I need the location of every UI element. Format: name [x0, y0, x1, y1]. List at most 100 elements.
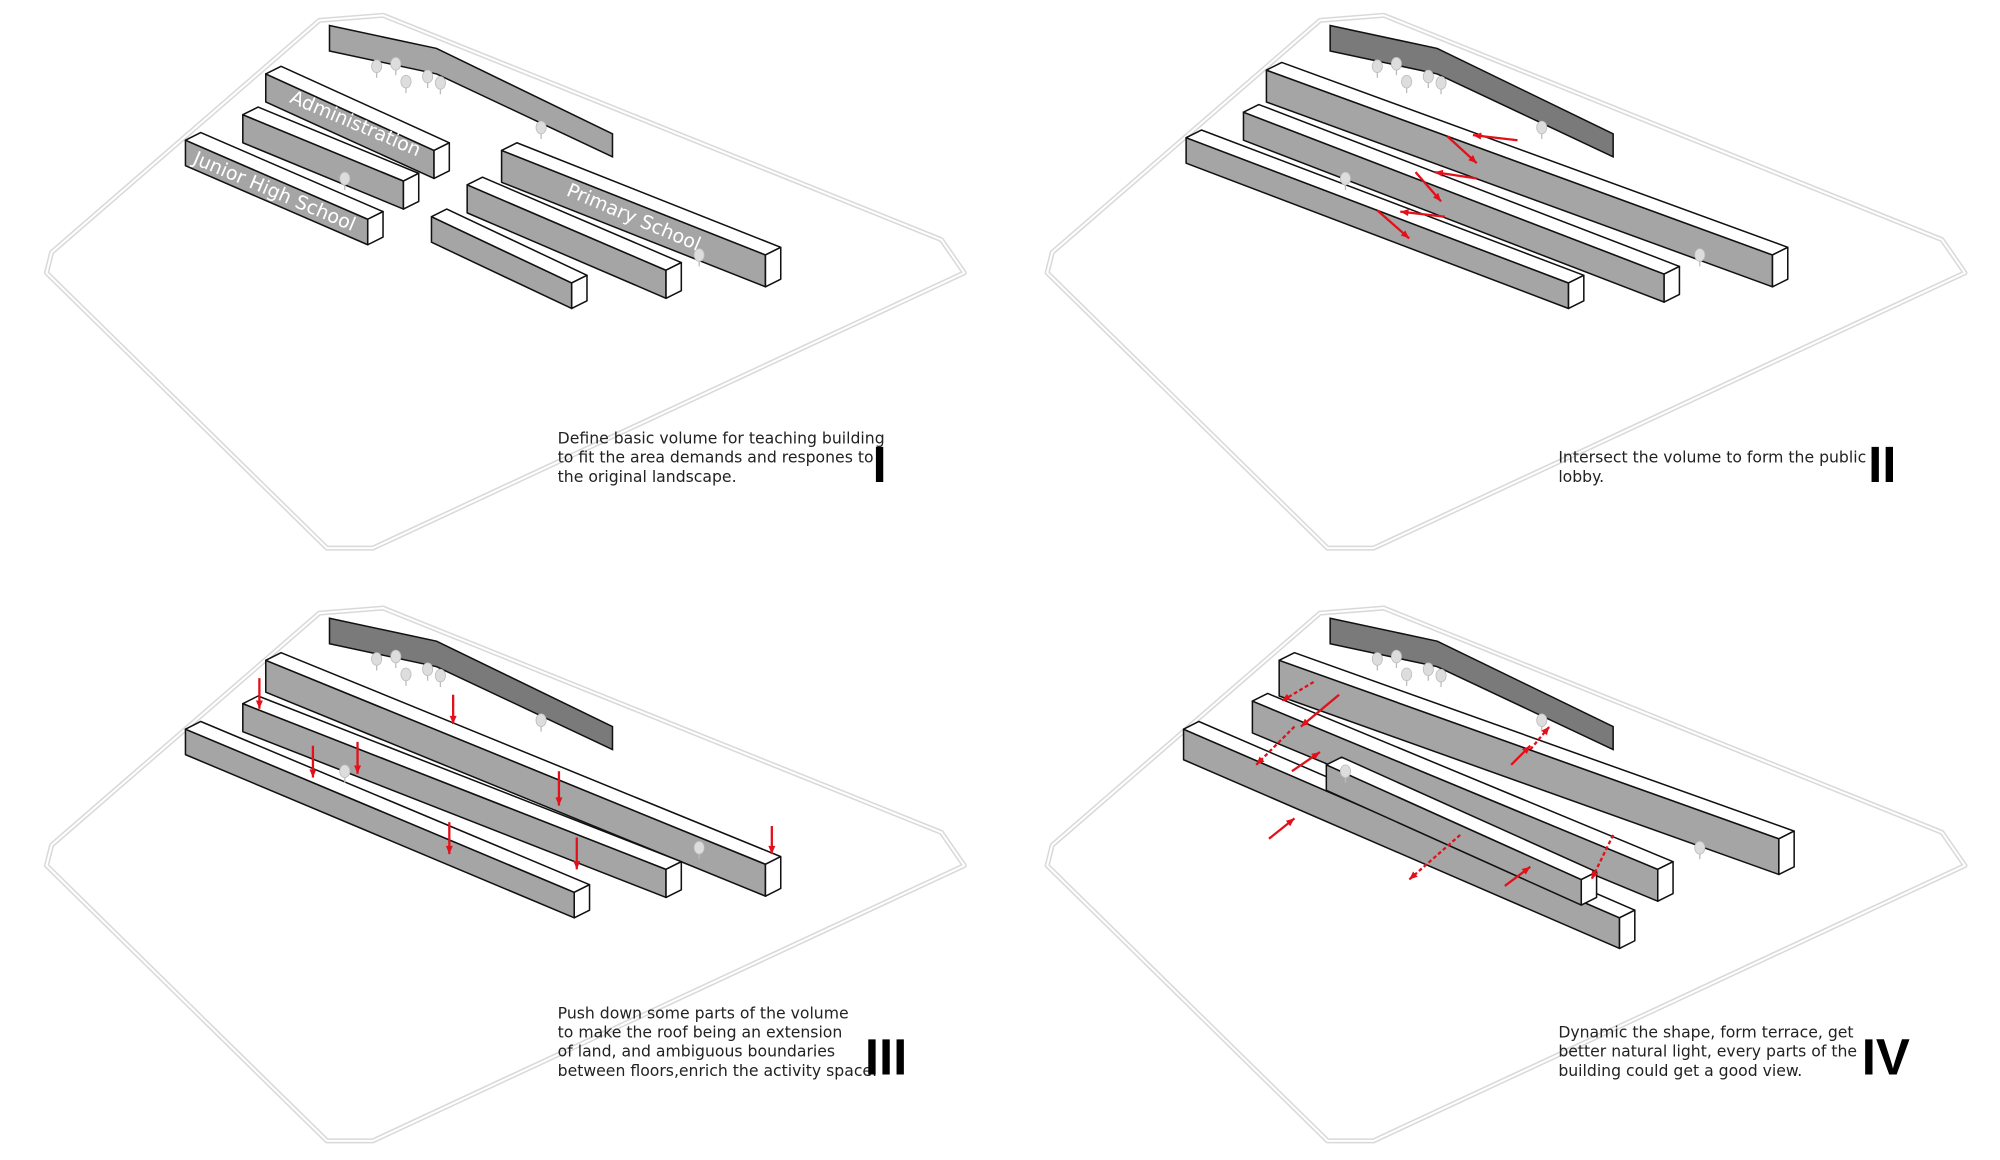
red-arrow-head-icon	[573, 861, 581, 870]
red-arrow-shaft	[1590, 834, 1615, 881]
tree-icon	[390, 649, 402, 664]
tree-icon	[1390, 649, 1402, 664]
tree-icon	[1371, 652, 1383, 666]
red-arrow-head-icon	[1468, 155, 1477, 164]
caption-line: Intersect the volume to form the public	[1558, 448, 1866, 467]
red-arrow-head-icon	[1541, 726, 1550, 736]
tree-icon	[535, 120, 547, 135]
caption-line: building could get a good view.	[1558, 1061, 1802, 1080]
tree-icon	[422, 662, 434, 676]
volume-5-end	[570, 274, 588, 310]
tree-icon	[371, 59, 383, 74]
step-numeral: IV	[1862, 1029, 1910, 1086]
boundary-wall	[1329, 24, 1614, 158]
tree-icon	[434, 76, 446, 90]
site-boundary-inner	[45, 14, 966, 550]
red-arrow-head-icon	[1300, 718, 1310, 727]
caption-panel-1: Define basic volume for teaching buildin…	[558, 429, 887, 493]
red-arrow-head-icon	[1285, 818, 1295, 827]
terrace-volume-2-end	[1618, 909, 1636, 950]
tree-icon	[1536, 713, 1548, 727]
boundary-wall	[1329, 617, 1614, 751]
caption-panel-3: Push down some parts of the volume to ma…	[558, 1004, 908, 1086]
tree-icon	[1401, 667, 1413, 682]
caption-line: to fit the area demands and respones to	[558, 448, 874, 467]
caption-line: Define basic volume for teaching buildin…	[558, 429, 885, 448]
terrace-volume-0-end	[1778, 830, 1795, 876]
red-arrow-head-icon	[309, 769, 317, 778]
tree-icon	[1435, 76, 1447, 90]
red-arrow-head-icon	[1281, 693, 1291, 702]
stepped-volume-0-end	[764, 855, 782, 897]
tree-icon	[1371, 59, 1383, 74]
red-arrow-shaft	[1408, 834, 1461, 881]
site-boundary-inner	[1046, 14, 1966, 550]
step-numeral: III	[865, 1029, 907, 1086]
tree-icon	[339, 764, 351, 778]
tree-icon	[1422, 69, 1434, 84]
boundary-wall	[328, 24, 614, 158]
tree-icon	[390, 56, 402, 71]
tree-icon	[434, 668, 446, 683]
tree-icon	[1536, 120, 1548, 135]
volume-2-end	[366, 210, 384, 246]
tree-icon	[1422, 662, 1434, 676]
red-arrow-head-icon	[1400, 230, 1410, 239]
volume-3-end	[764, 246, 782, 288]
red-arrow-head-icon	[1311, 752, 1320, 760]
boundary-wall	[328, 617, 614, 751]
stepped-volume-2-end	[573, 883, 591, 919]
stepped-volume-1-end	[665, 860, 683, 899]
tree-icon	[1390, 56, 1402, 71]
tree-icon	[1694, 840, 1706, 855]
tree-icon	[400, 667, 412, 682]
red-arrow-head-icon	[1409, 871, 1418, 880]
red-arrow-head-icon	[354, 765, 362, 774]
tree-icon	[422, 69, 434, 84]
red-arrow-head-icon	[1522, 745, 1531, 754]
volume-0-end	[433, 142, 451, 180]
tree-icon	[693, 248, 705, 262]
volume-1-end	[402, 172, 420, 210]
caption-line: Dynamic the shape, form terrace, get	[1558, 1023, 1853, 1042]
red-arrow-head-icon	[1256, 756, 1265, 765]
step-numeral: II	[1868, 436, 1896, 493]
red-arrow-head-icon	[1472, 132, 1482, 140]
caption-panel-4: Dynamic the shape, form terrace, get bet…	[1558, 1023, 1910, 1086]
terrace-volume-3-end	[1580, 871, 1598, 906]
red-arrow-head-icon	[1591, 870, 1599, 880]
tree-icon	[1339, 764, 1351, 778]
terrace-volume-1-end	[1656, 860, 1674, 902]
tree-icon	[693, 840, 705, 855]
caption-line: Push down some parts of the volume	[558, 1004, 849, 1023]
red-arrow-head-icon	[1521, 866, 1531, 875]
tree-icon	[1435, 668, 1447, 683]
red-arrow-head-icon	[555, 797, 563, 806]
site-boundary-inner	[45, 607, 966, 1142]
tree-icon	[400, 74, 412, 89]
caption-line: to make the roof being an extension	[558, 1023, 843, 1042]
caption-line: better natural light, every parts of the	[1558, 1042, 1857, 1061]
red-arrow-head-icon	[1434, 169, 1444, 177]
caption-line: the original landscape.	[558, 467, 737, 486]
tree-icon	[1339, 171, 1351, 186]
long-volume-1-end	[1663, 265, 1681, 303]
caption-line: between floors,enrich the activity space…	[558, 1061, 877, 1080]
step-numeral: I	[873, 436, 887, 493]
long-volume-2-end	[1567, 274, 1585, 310]
red-arrow-head-icon	[445, 845, 453, 855]
red-arrow-shaft	[1255, 725, 1296, 766]
tree-icon	[535, 713, 547, 727]
red-arrow-head-icon	[255, 700, 263, 709]
red-arrow-head-icon	[449, 715, 457, 725]
red-arrow-shaft	[1529, 725, 1551, 751]
red-arrow-shaft	[1300, 693, 1340, 728]
caption-line: lobby.	[1558, 467, 1604, 486]
site-boundary-inner	[1046, 607, 1966, 1142]
red-arrow-head-icon	[1400, 209, 1409, 216]
volume-4-end	[665, 261, 683, 300]
red-arrow-head-icon	[768, 845, 776, 855]
long-volume-0-end	[1771, 246, 1789, 288]
caption-panel-2: Intersect the volume to form the public …	[1558, 436, 1896, 493]
